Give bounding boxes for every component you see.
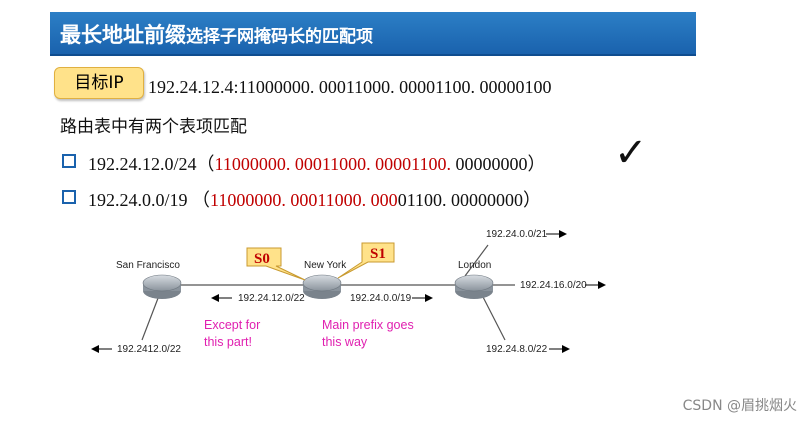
route-label: 192.2412.0/22 xyxy=(117,344,181,355)
entry-1: 192.24.12.0/24（11000000. 00011000. 00001… xyxy=(88,154,546,174)
link-label: 192.24.0.0/19 xyxy=(350,293,412,304)
slide-subtitle: 选择子网掩码长的匹配项 xyxy=(186,27,373,47)
bullet-square-icon xyxy=(62,154,76,168)
note-except: this part! xyxy=(204,335,252,349)
route-label: 192.24.8.0/22 xyxy=(486,344,548,355)
s0-label: S0 xyxy=(254,251,270,267)
router-icon xyxy=(142,274,182,299)
route-label: 192.24.0.0/21 xyxy=(486,229,548,240)
router-label: San Francisco xyxy=(116,260,180,271)
slide-title: 最长地址前缀选择子网掩码长的匹配项 xyxy=(60,23,373,47)
entry-2: 192.24.0.0/19 （11000000. 00011000. 00001… xyxy=(88,190,542,210)
route-label: 192.24.16.0/20 xyxy=(520,280,587,291)
title-banner: 最长地址前缀选择子网掩码长的匹配项 xyxy=(50,12,696,56)
bullet-square-icon xyxy=(62,190,76,204)
target-ip-tag: 目标IP xyxy=(54,67,144,99)
checkmark-icon: ✓ xyxy=(614,130,648,176)
s1-label: S1 xyxy=(370,246,386,262)
watermark: CSDN @眉挑烟火 xyxy=(682,398,797,414)
note-main-prefix: this way xyxy=(322,335,368,349)
router-label: London xyxy=(458,260,491,271)
router-icon xyxy=(302,274,342,299)
note-except: Except for xyxy=(204,318,260,332)
note-main-prefix: Main prefix goes xyxy=(322,318,414,332)
router-label: New York xyxy=(304,260,347,271)
intro-text: 路由表中有两个表项匹配 xyxy=(60,117,247,137)
link-label: 192.24.12.0/22 xyxy=(238,293,305,304)
router-icon xyxy=(454,274,494,299)
target-ip-text: 192.24.12.4:11000000. 00011000. 00001100… xyxy=(148,77,552,97)
